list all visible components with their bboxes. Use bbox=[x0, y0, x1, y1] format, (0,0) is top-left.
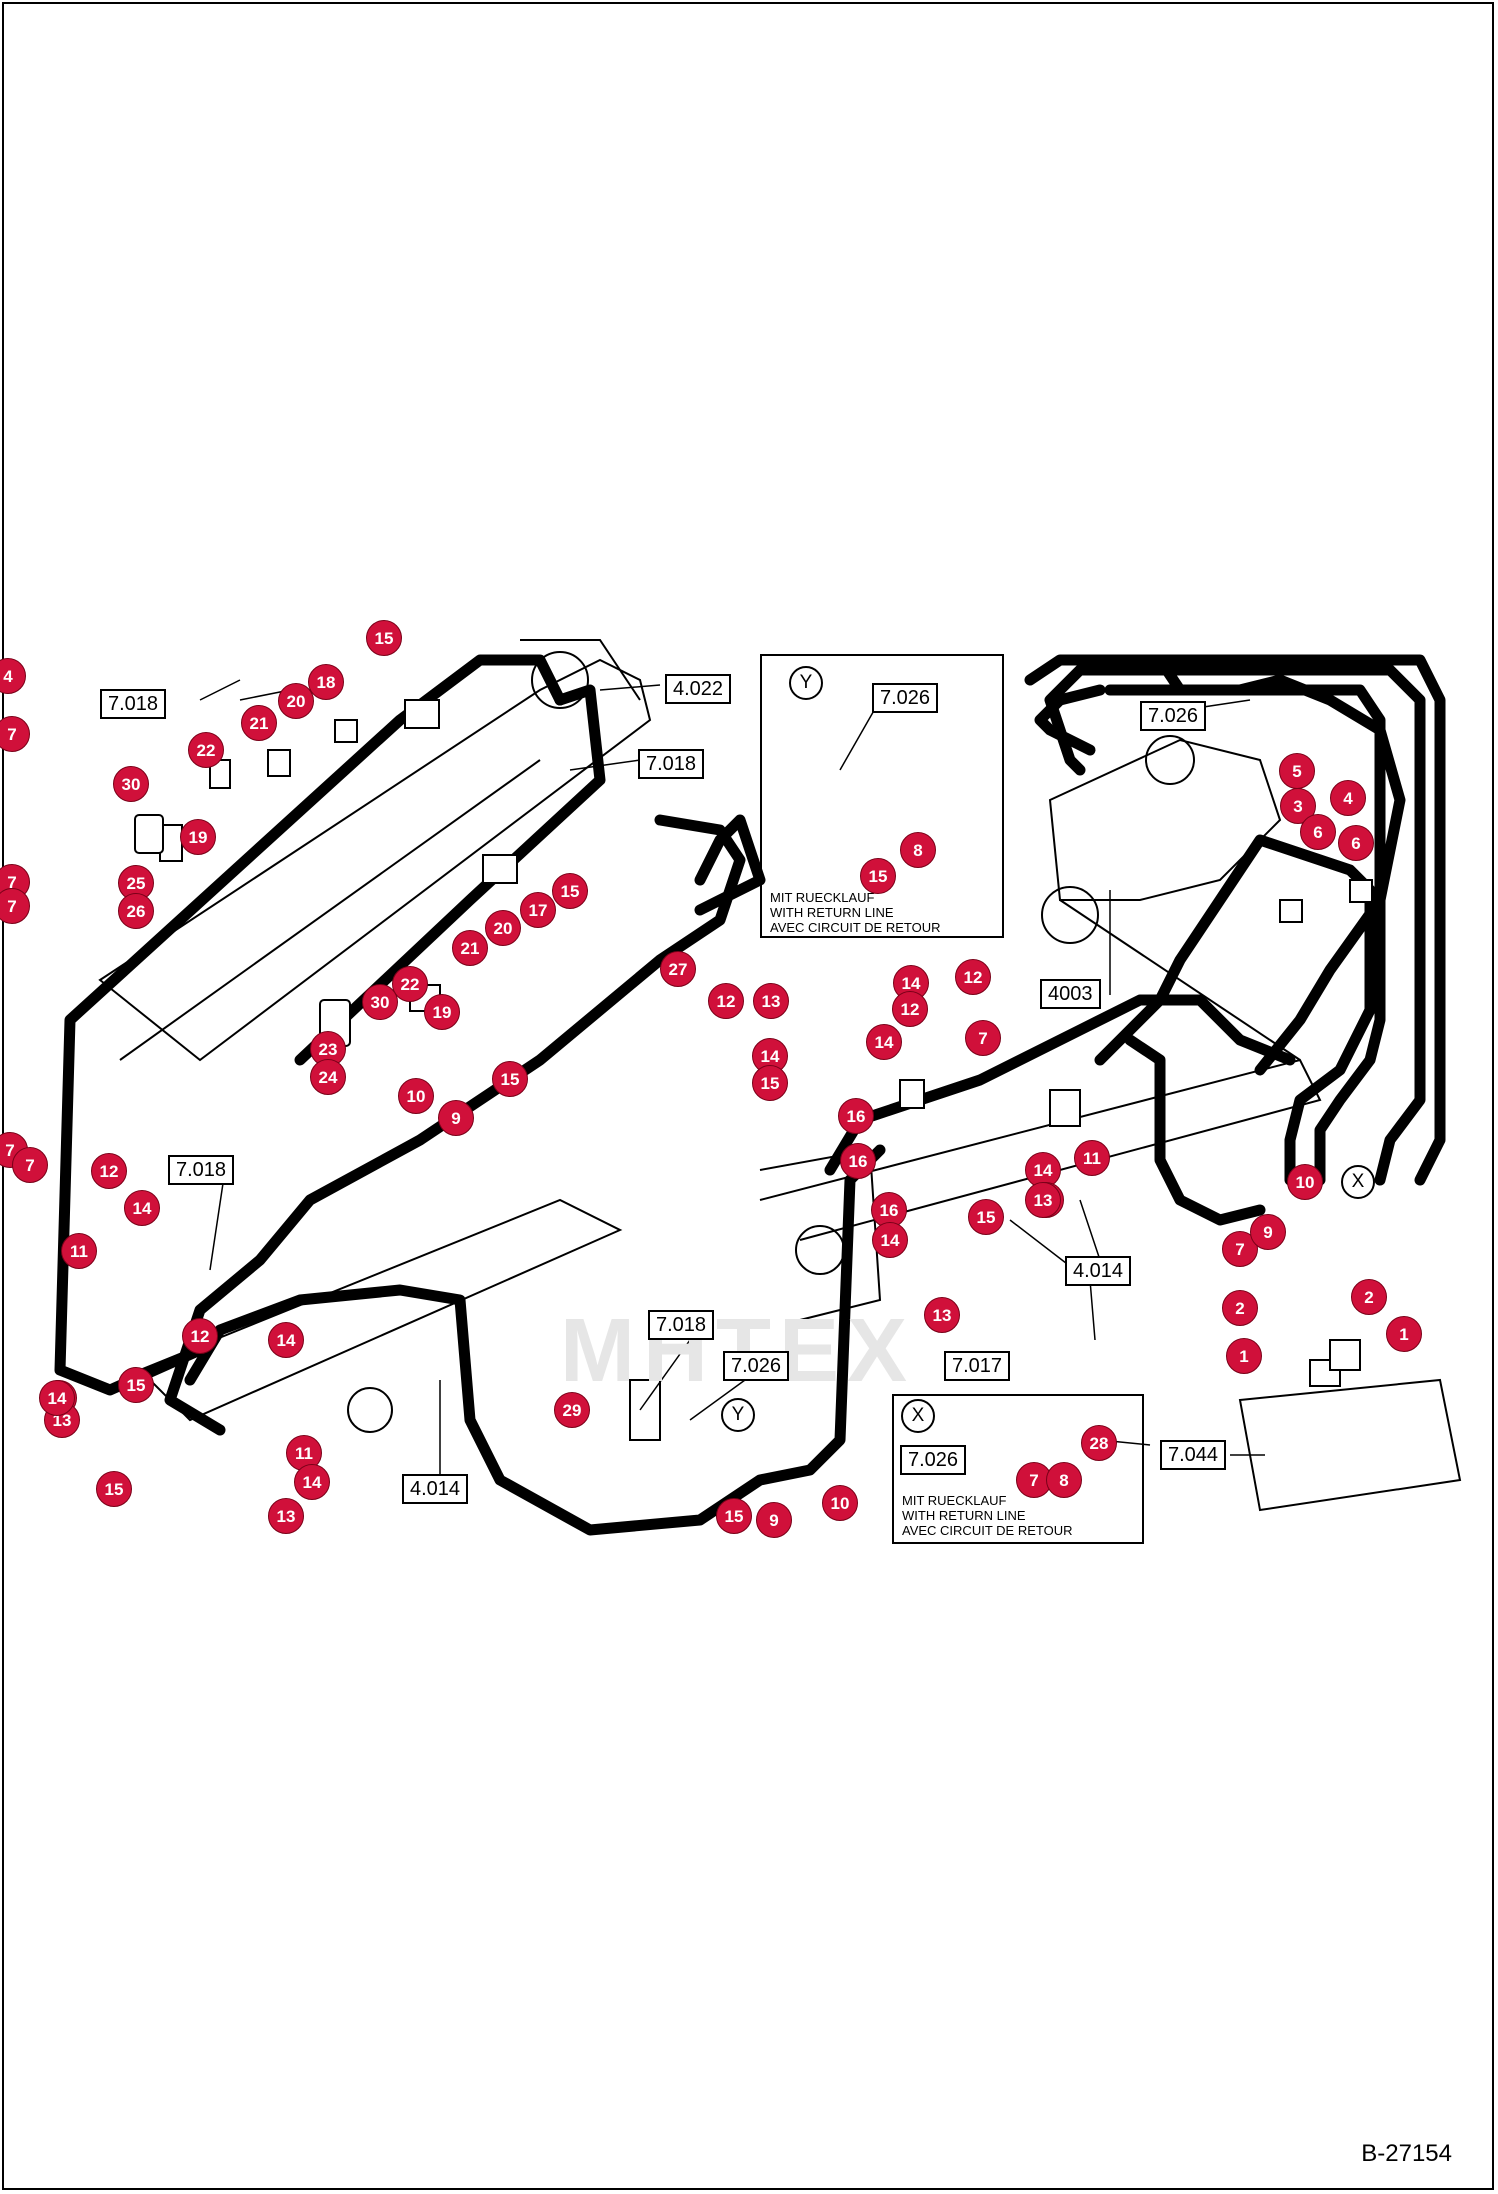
inset-y-text-en: WITH RETURN LINE bbox=[770, 905, 894, 920]
reference-box: 7.026 bbox=[900, 1445, 967, 1475]
callout: 26 bbox=[118, 893, 154, 929]
reference-box: 7.026 bbox=[872, 683, 939, 713]
callout: 17 bbox=[520, 892, 556, 928]
callout: 15 bbox=[552, 873, 588, 909]
callout: 16 bbox=[838, 1098, 874, 1134]
reference-box: 7.018 bbox=[648, 1310, 715, 1340]
callout: 11 bbox=[1074, 1140, 1110, 1176]
callout: 27 bbox=[660, 951, 696, 987]
callout: 9 bbox=[756, 1502, 792, 1538]
callout: 9 bbox=[438, 1100, 474, 1136]
reference-box: 4003 bbox=[1040, 979, 1101, 1009]
callout: 2 bbox=[1222, 1290, 1258, 1326]
callout: 15 bbox=[492, 1061, 528, 1097]
callout: 5 bbox=[1279, 753, 1315, 789]
callout: 28 bbox=[1081, 1425, 1117, 1461]
callout: 12 bbox=[708, 983, 744, 1019]
callout: 15 bbox=[716, 1498, 752, 1534]
callout: 30 bbox=[362, 984, 398, 1020]
callout: 13 bbox=[1025, 1182, 1061, 1218]
reference-box: 4.014 bbox=[402, 1474, 469, 1504]
callout: 7 bbox=[0, 716, 30, 752]
callout: 22 bbox=[392, 966, 428, 1002]
inset-y-letter: Y bbox=[789, 666, 823, 700]
callout: 15 bbox=[860, 858, 896, 894]
reference-box: 7.018 bbox=[100, 689, 167, 719]
callout: 13 bbox=[753, 983, 789, 1019]
reference-box: 7.018 bbox=[638, 749, 705, 779]
reference-box: 7.026 bbox=[1140, 701, 1207, 731]
callout: 11 bbox=[61, 1233, 97, 1269]
leader-lines bbox=[199, 679, 1265, 1480]
callout: 4 bbox=[0, 658, 26, 694]
callout: 9 bbox=[1250, 1214, 1286, 1250]
reference-box: 7.017 bbox=[944, 1351, 1011, 1381]
callout: 19 bbox=[180, 819, 216, 855]
callout: 16 bbox=[840, 1143, 876, 1179]
callout: 14 bbox=[872, 1222, 908, 1258]
callout: 14 bbox=[294, 1464, 330, 1500]
callout: 21 bbox=[241, 705, 277, 741]
callout: 7 bbox=[965, 1020, 1001, 1056]
inset-x-text-en: WITH RETURN LINE bbox=[902, 1508, 1026, 1523]
callout: 8 bbox=[900, 832, 936, 868]
callout: 1 bbox=[1226, 1338, 1262, 1374]
callout: 15 bbox=[96, 1471, 132, 1507]
reference-box: 4.022 bbox=[665, 674, 732, 704]
callout: 10 bbox=[822, 1485, 858, 1521]
inset-x-text-de: MIT RUECKLAUF bbox=[902, 1493, 1007, 1508]
inset-y-text-de: MIT RUECKLAUF bbox=[770, 890, 875, 905]
callout: 20 bbox=[278, 683, 314, 719]
reference-box: 7.018 bbox=[168, 1155, 235, 1185]
callout: 15 bbox=[366, 620, 402, 656]
callout: 22 bbox=[188, 732, 224, 768]
callout: 18 bbox=[308, 664, 344, 700]
inset-x-letter: X bbox=[901, 1399, 935, 1433]
callout: 21 bbox=[452, 930, 488, 966]
callout: 30 bbox=[113, 766, 149, 802]
callout: 12 bbox=[182, 1318, 218, 1354]
drawing-number: B-27154 bbox=[1361, 2140, 1452, 2167]
callout: 19 bbox=[424, 994, 460, 1030]
callout: 14 bbox=[866, 1024, 902, 1060]
callout: 24 bbox=[310, 1059, 346, 1095]
callout: 29 bbox=[554, 1392, 590, 1428]
inset-x-text-fr: AVEC CIRCUIT DE RETOUR bbox=[902, 1523, 1073, 1538]
callout: 14 bbox=[268, 1322, 304, 1358]
callout: 8 bbox=[1046, 1462, 1082, 1498]
reference-box: 7.044 bbox=[1160, 1440, 1227, 1470]
reference-box: 7.026 bbox=[723, 1351, 790, 1381]
inset-x-frame bbox=[892, 1394, 1144, 1544]
callout: 14 bbox=[124, 1190, 160, 1226]
callout: 4 bbox=[1330, 780, 1366, 816]
callout: 10 bbox=[1287, 1164, 1323, 1200]
callout: 7 bbox=[0, 888, 30, 924]
reference-box: 4.014 bbox=[1065, 1256, 1132, 1286]
callout: 12 bbox=[892, 991, 928, 1027]
callout: 20 bbox=[485, 910, 521, 946]
callout: 13 bbox=[924, 1297, 960, 1333]
callout: 13 bbox=[268, 1498, 304, 1534]
callout: 6 bbox=[1338, 825, 1374, 861]
view-marker-x: X bbox=[1341, 1165, 1375, 1199]
inset-y-frame bbox=[760, 654, 1004, 938]
inset-y-text-fr: AVEC CIRCUIT DE RETOUR bbox=[770, 920, 941, 935]
callout: 14 bbox=[39, 1380, 75, 1416]
callout: 12 bbox=[955, 959, 991, 995]
callout: 15 bbox=[968, 1199, 1004, 1235]
view-marker-y: Y bbox=[721, 1398, 755, 1432]
callout: 2 bbox=[1351, 1279, 1387, 1315]
callout: 1 bbox=[1386, 1316, 1422, 1352]
callout: 12 bbox=[91, 1153, 127, 1189]
callout: 15 bbox=[752, 1065, 788, 1101]
callout: 10 bbox=[398, 1078, 434, 1114]
callout: 15 bbox=[118, 1367, 154, 1403]
hydraulic-hoses bbox=[54, 654, 1446, 1536]
callout: 7 bbox=[12, 1147, 48, 1183]
callout: 6 bbox=[1300, 814, 1336, 850]
